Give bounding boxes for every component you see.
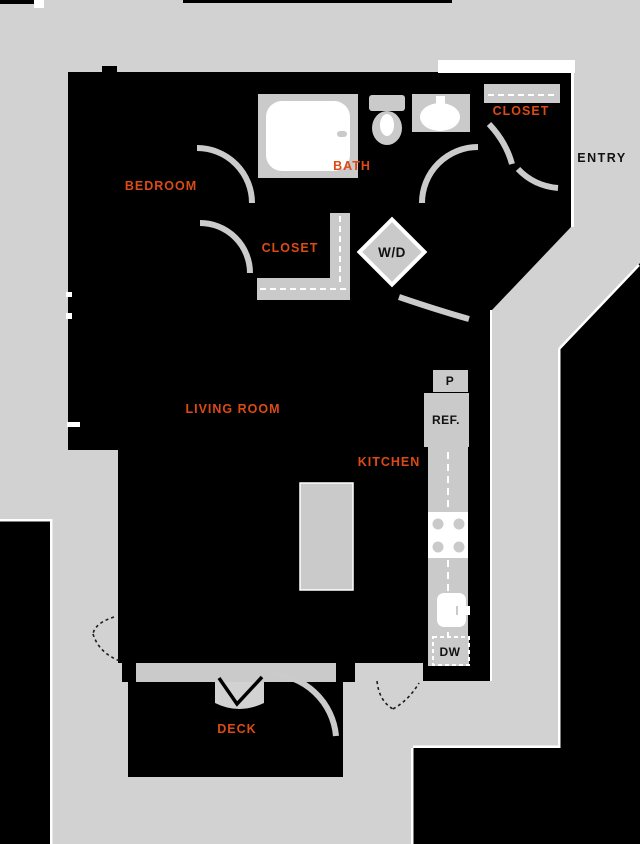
deck-post-left: [122, 663, 136, 682]
separator-bottom-right-side: [411, 748, 414, 844]
deck-door-leaves: [217, 675, 264, 707]
refrigerator-label: REF.: [432, 413, 460, 427]
pantry-door-marker: [422, 374, 432, 388]
bedroom-window-tick-top: [66, 292, 72, 297]
kitchen-sink-icon: [437, 593, 470, 627]
deck-door-pocket: [215, 682, 264, 709]
toilet-icon: [369, 95, 405, 145]
patio-door-swing-right: [376, 680, 420, 710]
bedroom-label: BEDROOM: [125, 179, 197, 193]
neighbor-mass-right: [560, 263, 640, 748]
neighbor-wall-top-left: [0, 0, 35, 4]
patio-door-swing-left: [92, 616, 121, 662]
deck-label: DECK: [217, 722, 256, 736]
washer-dryer-label: W/D: [378, 245, 406, 260]
living-room-label: LIVING ROOM: [185, 402, 280, 416]
neighbor-mass-bottom-right: [413, 748, 640, 844]
bedroom-door-arc: [196, 145, 255, 204]
bedroom-window-tick-bottom: [66, 313, 72, 319]
left-wall-opening: [67, 422, 80, 427]
separator-walkway-wall: [490, 310, 492, 681]
deck-post-right: [336, 663, 355, 682]
bathroom-sink-icon: [412, 94, 470, 132]
refrigerator-box: [424, 393, 469, 447]
separator-top-right: [438, 60, 575, 73]
laundry-door-arc: [398, 294, 470, 322]
stove-icon: [428, 512, 468, 558]
deck-door-opening: [136, 663, 336, 682]
separator-bottom-left-top: [0, 519, 52, 522]
separator-diagonal: [558, 264, 640, 350]
pantry-cabinet: [433, 370, 468, 392]
bath-door-arc: [419, 144, 479, 204]
bath-label: BATH: [333, 159, 371, 173]
entry-closet-door-arc: [486, 121, 515, 165]
dishwasher-label: DW: [440, 645, 461, 659]
kitchen-label: KITCHEN: [358, 455, 421, 469]
bedroom-closet-label: CLOSET: [262, 241, 319, 255]
bathtub-icon: [258, 94, 358, 178]
separator-bottom-left-side: [50, 519, 53, 844]
washer-dryer-icon: [356, 216, 428, 288]
kitchen-cabinets: [422, 370, 470, 666]
separator-right-mass: [558, 349, 561, 748]
separator-entry-wall: [571, 73, 574, 227]
separator-top-notch: [34, 0, 44, 8]
neighbor-mass-bottom-left: [0, 521, 50, 844]
entry-closet-shelf: [484, 84, 560, 103]
separator-bottom-right-top: [413, 745, 560, 748]
pantry-label: P: [446, 374, 455, 388]
bedroom-closet-door-arc: [199, 220, 253, 274]
entry-closet-label: CLOSET: [493, 104, 550, 118]
dishwasher-box: [432, 636, 470, 666]
neighbor-wall-top: [183, 0, 452, 3]
bedroom-closet-shelf: [257, 213, 350, 300]
deck-door-swing-arc: [269, 671, 339, 737]
entry-door-arc: [515, 166, 559, 191]
kitchen-island: [299, 482, 354, 591]
entry-label: ENTRY: [577, 151, 626, 165]
